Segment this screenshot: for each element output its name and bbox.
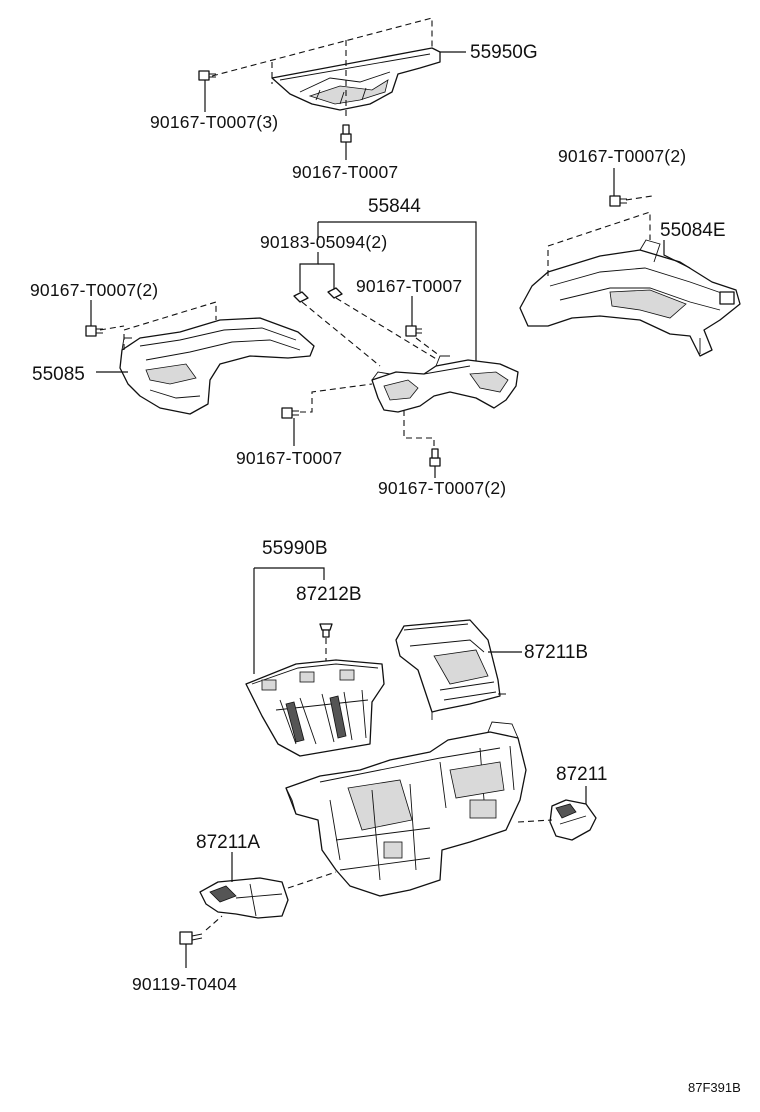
diagram-reference: 87F391B [688, 1080, 741, 1095]
duct-55084e[interactable] [519, 239, 741, 357]
part-label-87212b: 87212B [296, 584, 362, 605]
part-label-90167-t0007-b: 90167-T0007 [356, 276, 462, 296]
bolt-icon[interactable] [85, 325, 103, 337]
part-label-90167-t0007-2-a: 90167-T0007(2) [558, 146, 686, 166]
bracket-duct-55844[interactable] [371, 355, 519, 413]
bolt-icon[interactable] [405, 325, 422, 337]
bolt-icon[interactable] [281, 407, 299, 419]
part-label-87211b: 87211B [524, 642, 588, 663]
part-label-55844: 55844 [368, 196, 421, 217]
clip-icon[interactable] [327, 287, 343, 299]
clip-icon[interactable] [293, 291, 309, 303]
heater-unit-assembly[interactable] [285, 721, 527, 897]
part-label-90167-t0007-2-c: 90167-T0007(2) [378, 478, 506, 498]
duct-87211[interactable] [549, 799, 597, 841]
duct-87211a[interactable] [199, 877, 289, 919]
duct-55085[interactable] [119, 317, 315, 415]
duct-87211b[interactable] [395, 619, 506, 720]
part-label-90167-t0007-a: 90167-T0007 [292, 162, 398, 182]
part-label-55990b: 55990B [262, 538, 328, 559]
part-label-87211: 87211 [556, 764, 607, 785]
bolt-icon[interactable] [609, 195, 627, 207]
part-label-55085: 55085 [32, 364, 85, 385]
cover-55950g[interactable] [271, 47, 441, 111]
bolt-icon[interactable] [340, 124, 352, 143]
part-label-90167-t0007-c: 90167-T0007 [236, 448, 342, 468]
part-label-55950g: 55950G [470, 42, 538, 63]
vent-register-55990b[interactable] [245, 659, 385, 757]
part-label-90183-05094-2: 90183-05094(2) [260, 232, 387, 252]
bolt-icon[interactable] [198, 70, 216, 81]
part-label-87211a: 87211A [196, 832, 260, 853]
part-label-90119-t0404: 90119-T0404 [132, 974, 237, 994]
part-label-55084e: 55084E [660, 220, 726, 241]
bolt-icon[interactable] [429, 448, 441, 467]
screw-icon[interactable] [319, 623, 333, 638]
part-label-90167-t0007-3: 90167-T0007(3) [150, 112, 278, 132]
bolt-icon[interactable] [179, 931, 203, 945]
part-label-90167-t0007-2-b: 90167-T0007(2) [30, 280, 158, 300]
